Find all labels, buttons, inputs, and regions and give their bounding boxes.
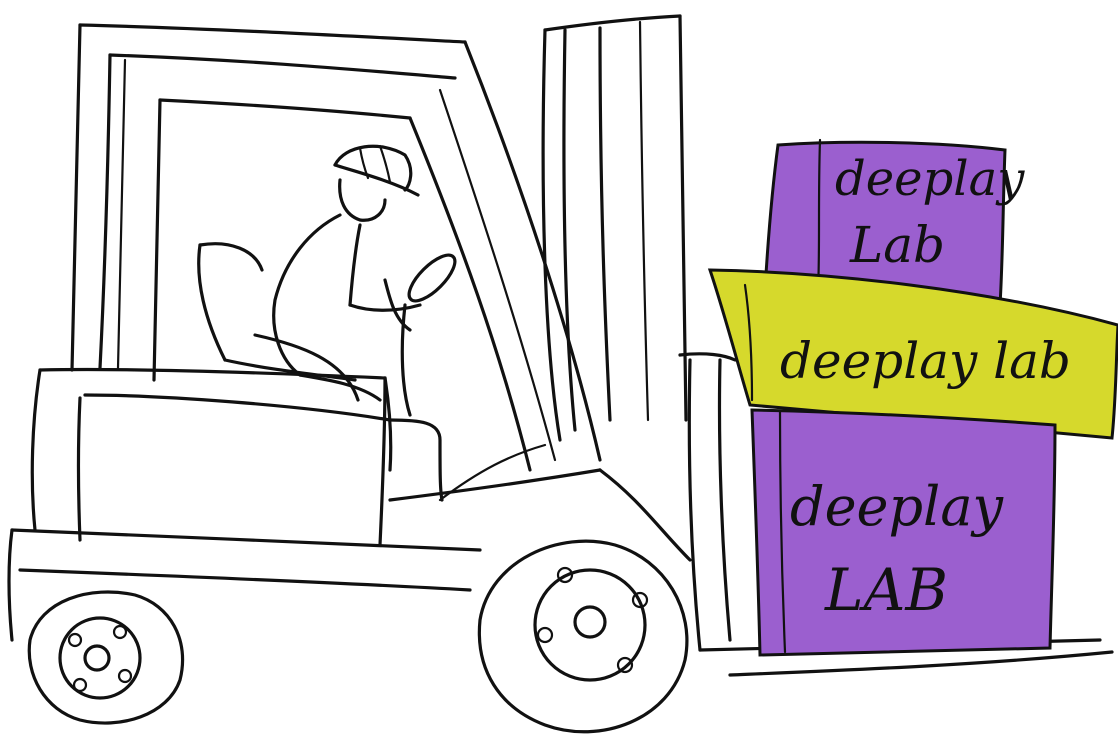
driver-figure xyxy=(272,144,422,402)
box-bottom-line1: deeplay xyxy=(790,475,1005,538)
cargo-box-middle: deeplay lab xyxy=(707,268,1118,440)
forklift-mast xyxy=(541,14,688,442)
steering-wheel xyxy=(400,253,457,417)
front-wheel xyxy=(477,539,689,734)
box-top-line2: Lab xyxy=(849,216,945,274)
forklift-body xyxy=(7,367,692,642)
cargo-box-top: deeplay Lab xyxy=(763,138,1025,307)
box-top-line1: deeplay xyxy=(835,151,1025,207)
cargo-box-bottom: deeplay LAB xyxy=(750,408,1057,657)
cargo-box-middle-shape xyxy=(707,268,1118,440)
box-bottom-line2: LAB xyxy=(824,556,948,624)
box-middle-text: deeplay lab xyxy=(780,332,1071,390)
forklift-cab-frame xyxy=(70,23,602,472)
driver-seat xyxy=(197,242,360,402)
cargo-box-bottom-shape xyxy=(750,408,1057,657)
rear-wheel xyxy=(27,590,185,725)
